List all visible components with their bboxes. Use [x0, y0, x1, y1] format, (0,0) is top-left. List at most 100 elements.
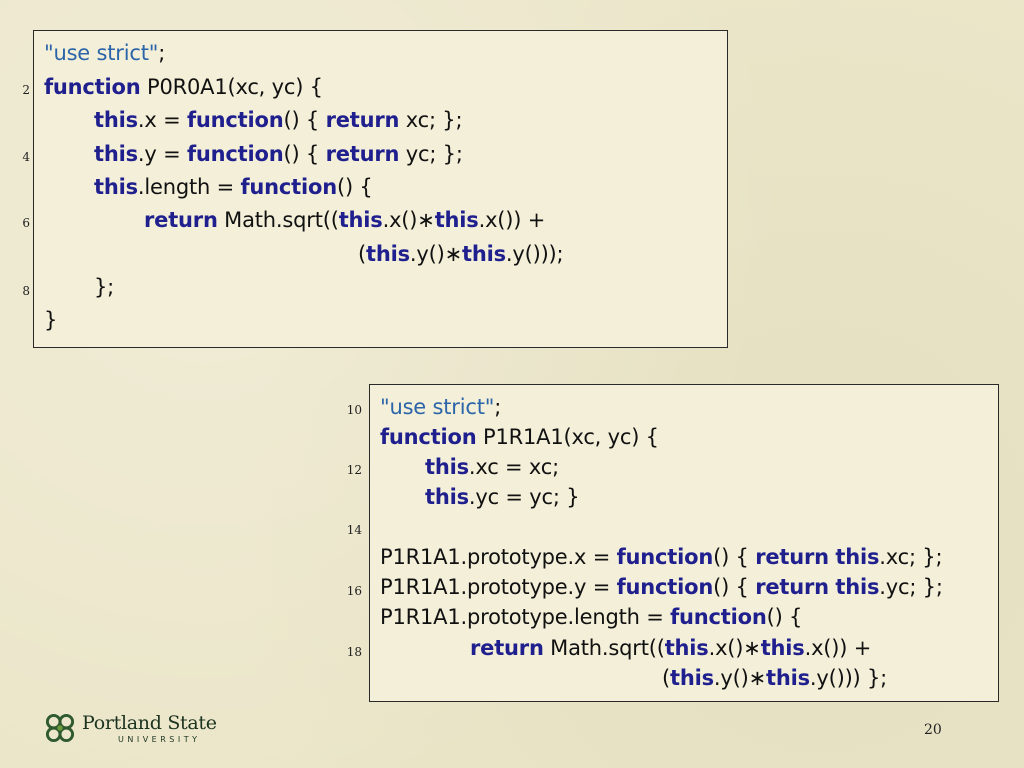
keyword: this: [664, 636, 709, 660]
code-text: }: [44, 308, 58, 332]
code-line: this.y = function() { return yc; };: [94, 142, 463, 166]
keyword: return: [755, 575, 829, 599]
code-text: () {: [336, 175, 373, 199]
keyword: this: [425, 485, 469, 509]
keyword: this: [434, 208, 479, 232]
code-text: P1R1A1(xc, yc) {: [476, 425, 659, 449]
code-text: (: [358, 242, 366, 266]
string-literal: "use strict": [380, 395, 495, 419]
keyword: function: [380, 425, 477, 449]
keyword: return: [325, 108, 400, 132]
code-text: .x()) +: [804, 636, 872, 660]
code-text: P1R1A1.prototype.length =: [380, 605, 671, 629]
keyword: function: [240, 175, 337, 199]
code-text: .y()));: [505, 242, 564, 266]
keyword: this: [94, 108, 138, 132]
keyword: this: [425, 455, 469, 479]
code-block-2: [369, 384, 999, 702]
keyword: this: [760, 636, 805, 660]
code-line: function P1R1A1(xc, yc) {: [380, 425, 659, 449]
code-text: () {: [283, 142, 326, 166]
code-text: Math.sqrt((: [217, 208, 339, 232]
keyword: function: [616, 575, 714, 599]
keyword: function: [186, 108, 284, 132]
code-text: xc; };: [399, 108, 463, 132]
code-block-1: [33, 30, 728, 348]
page-number: 20: [924, 722, 942, 738]
code-line: (this.y()∗this.y())) };: [662, 666, 887, 690]
code-line: P1R1A1.prototype.length = function() {: [380, 605, 802, 629]
keyword: function: [670, 605, 767, 629]
keyword: this: [366, 242, 410, 266]
code-line: P1R1A1.prototype.x = function() { return…: [380, 545, 943, 569]
keyword: return: [755, 545, 829, 569]
code-text: (: [662, 666, 670, 690]
line-number: 14: [346, 523, 362, 537]
keyword: this: [338, 208, 383, 232]
code-line: P1R1A1.prototype.y = function() { return…: [380, 575, 943, 599]
keyword: return: [144, 208, 218, 232]
code-line: this.length = function() {: [94, 175, 373, 199]
code-text: .xc = xc;: [468, 455, 559, 479]
code-line: this.x = function() { return xc; };: [94, 108, 463, 132]
code-line: }: [44, 308, 57, 332]
code-text: Math.sqrt((: [543, 636, 665, 660]
code-text: .y())) };: [809, 666, 888, 690]
line-number: 10: [346, 403, 362, 417]
line-number: 6: [22, 216, 30, 230]
psu-knot-icon: [45, 713, 75, 743]
line-number: 4: [22, 150, 30, 164]
keyword: this: [94, 142, 138, 166]
code-text: .length =: [137, 175, 241, 199]
code-line: this.xc = xc;: [425, 455, 559, 479]
keyword: this: [835, 545, 880, 569]
code-line: (this.y()∗this.y()));: [358, 242, 564, 266]
logo-subtitle: UNIVERSITY: [118, 735, 201, 744]
code-text: .x =: [137, 108, 187, 132]
code-text: .xc; };: [879, 545, 943, 569]
code-line: this.yc = yc; }: [425, 485, 580, 509]
line-number: 8: [22, 284, 30, 298]
string-literal: "use strict": [44, 41, 159, 65]
line-number: 12: [346, 463, 362, 477]
code-line: "use strict";: [44, 41, 165, 65]
keyword: return: [470, 636, 544, 660]
code-text: () {: [713, 575, 756, 599]
code-text: .yc = yc; }: [468, 485, 580, 509]
line-number: 18: [346, 645, 362, 659]
code-text: .x()) +: [478, 208, 546, 232]
code-line: return Math.sqrt((this.x()∗this.x()) +: [470, 636, 871, 660]
keyword: return: [325, 142, 400, 166]
logo-name: Portland State: [82, 712, 217, 734]
code-text: P1R1A1.prototype.y =: [380, 575, 617, 599]
code-line: };: [94, 275, 114, 299]
keyword: this: [670, 666, 714, 690]
code-text: .y()∗: [409, 242, 462, 266]
line-number: 2: [22, 83, 30, 97]
code-text: .x()∗: [382, 208, 435, 232]
code-text: () {: [713, 545, 756, 569]
keyword: this: [765, 666, 810, 690]
code-text: yc; };: [399, 142, 463, 166]
keyword: this: [835, 575, 880, 599]
code-text: P0R0A1(xc, yc) {: [140, 75, 323, 99]
keyword: this: [461, 242, 506, 266]
code-text: .y()∗: [713, 666, 766, 690]
code-text: () {: [766, 605, 803, 629]
line-number: 16: [346, 584, 362, 598]
code-text: () {: [283, 108, 326, 132]
keyword: function: [186, 142, 284, 166]
keyword: function: [44, 75, 141, 99]
code-text: .y =: [137, 142, 187, 166]
code-line: function P0R0A1(xc, yc) {: [44, 75, 323, 99]
keyword: function: [616, 545, 714, 569]
code-text: ;: [158, 41, 166, 65]
code-text: .yc; };: [879, 575, 943, 599]
code-line: return Math.sqrt((this.x()∗this.x()) +: [144, 208, 545, 232]
code-text: };: [94, 275, 115, 299]
keyword: this: [94, 175, 138, 199]
code-line: "use strict";: [380, 395, 501, 419]
code-text: P1R1A1.prototype.x =: [380, 545, 617, 569]
code-text: .x()∗: [708, 636, 761, 660]
code-text: ;: [494, 395, 502, 419]
